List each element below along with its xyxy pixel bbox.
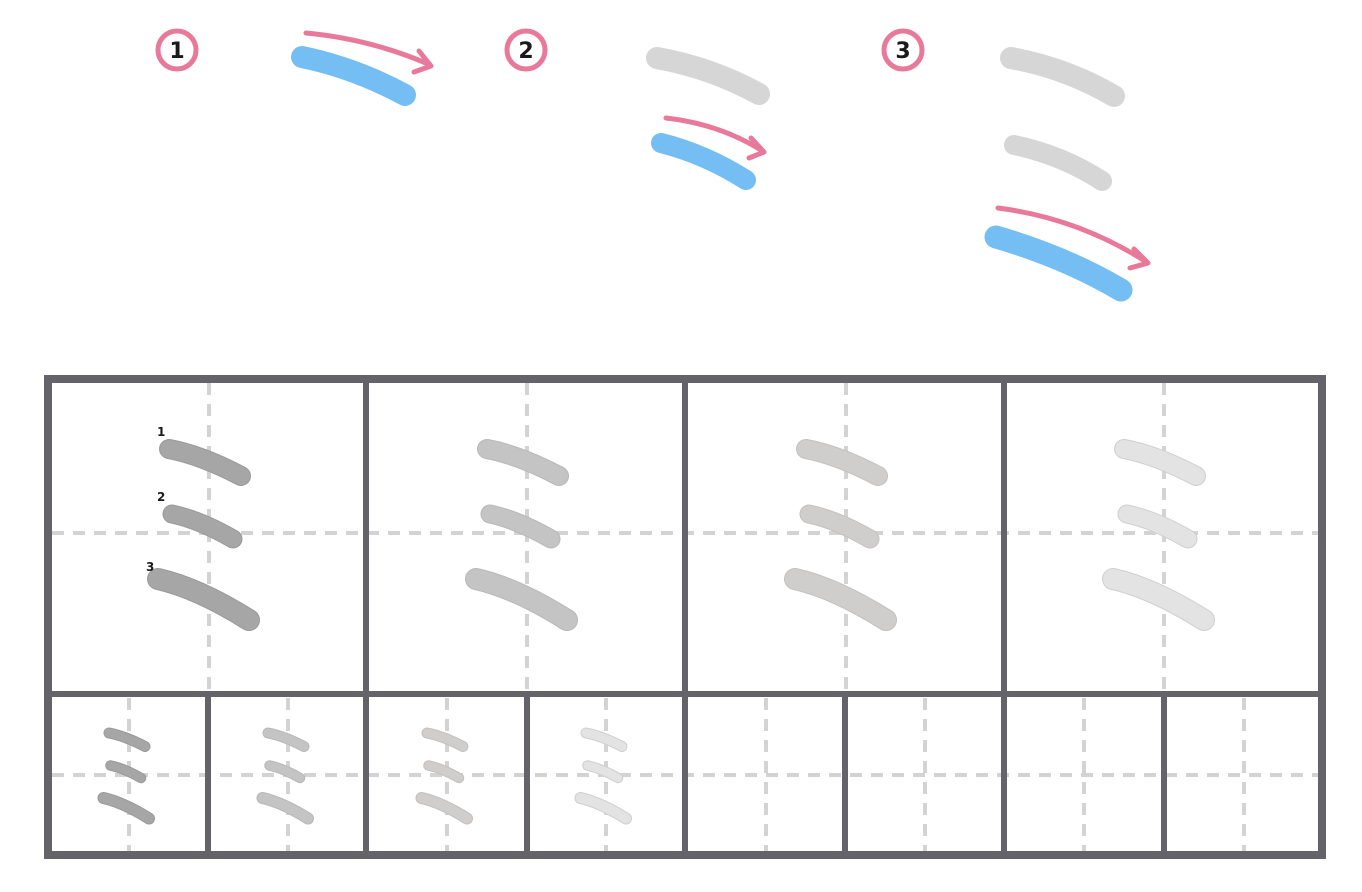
stroke-order-label-3: 3 xyxy=(146,560,154,574)
small-cell-3-stroke-1 xyxy=(422,728,468,751)
large-cell-3-trace-character xyxy=(784,439,897,631)
step-2-circle xyxy=(504,28,548,72)
step-2-arrow-head xyxy=(746,135,767,161)
step-1-stroke-1-active xyxy=(291,46,416,106)
small-cell-3-stroke-2 xyxy=(424,761,464,783)
small-cell-1-trace-character xyxy=(97,727,155,825)
small-cell-4-stroke-2 xyxy=(583,761,623,783)
step-2-arrow-shaft xyxy=(663,115,764,153)
small-cell-4-stroke-3 xyxy=(575,793,631,824)
small-cell-2-stroke-1 xyxy=(263,728,309,751)
small-cell-4-stroke-1 xyxy=(581,728,627,751)
step-1-arrow-head xyxy=(411,48,434,75)
large-cell-4-stroke-1 xyxy=(1115,440,1205,485)
step-1-number: 1 xyxy=(169,39,184,64)
step-3-arrow-shaft xyxy=(995,205,1148,264)
step-2-number: 2 xyxy=(518,39,533,64)
step-3-stroke-3-active xyxy=(984,225,1133,302)
practice-grid: 1 2 3 xyxy=(44,375,1326,859)
step-3-direction-arrow xyxy=(995,205,1151,271)
step-3-circle xyxy=(881,28,925,72)
trace-characters xyxy=(97,439,1215,825)
cell-borders xyxy=(44,375,1326,859)
step-3-number: 3 xyxy=(895,39,910,64)
small-cell-2-trace-character xyxy=(256,727,314,825)
large-cell-2-stroke-3 xyxy=(466,569,577,630)
large-cell-1-stroke-3 xyxy=(148,569,259,630)
step-1-arrow-shaft xyxy=(303,30,431,67)
step-2-stroke-1-done xyxy=(646,47,770,105)
large-cell-1-trace-character xyxy=(147,439,260,631)
stroke-order-label-2: 2 xyxy=(157,490,165,504)
step-3-stroke-1-done xyxy=(1000,47,1125,107)
large-cell-1-stroke-2 xyxy=(163,505,242,548)
step-1-direction-arrow xyxy=(303,30,434,75)
large-cell-2-trace-character xyxy=(465,439,578,631)
small-cell-1-stroke-3 xyxy=(98,793,154,824)
large-cell-3-stroke-1 xyxy=(797,440,887,485)
step-1-circle xyxy=(155,28,199,72)
step-3-badge: 3 xyxy=(881,28,925,72)
small-cell-3-trace-character xyxy=(415,727,473,825)
step-2-badge: 2 xyxy=(504,28,548,72)
large-cell-2-stroke-1 xyxy=(478,440,568,485)
large-cell-4-stroke-2 xyxy=(1118,505,1197,548)
stroke-order-label-1: 1 xyxy=(157,425,165,439)
small-cell-1-stroke-1 xyxy=(104,728,150,751)
step-3: 3 xyxy=(881,28,1151,302)
large-cell-4-trace-character xyxy=(1102,439,1215,631)
step-1-badge: 1 xyxy=(155,28,199,72)
step-2-stroke-2-active xyxy=(651,133,756,190)
stroke-order-labels: 1 2 3 xyxy=(146,425,165,574)
small-cell-3-stroke-3 xyxy=(416,793,472,824)
large-cell-3-stroke-2 xyxy=(800,505,879,548)
step-demonstrations: 1 2 3 xyxy=(155,28,1151,302)
step-3-arrow-head xyxy=(1127,246,1151,271)
step-2: 2 xyxy=(504,28,770,190)
step-2-direction-arrow xyxy=(663,115,767,161)
large-cell-3-stroke-3 xyxy=(785,569,896,630)
large-cell-2-stroke-2 xyxy=(481,505,560,548)
small-cell-4-trace-character xyxy=(574,727,632,825)
small-cell-2-stroke-3 xyxy=(257,793,313,824)
step-3-stroke-2-done xyxy=(1004,135,1112,191)
large-cell-1-stroke-1 xyxy=(160,440,250,485)
small-cell-1-stroke-2 xyxy=(106,761,146,783)
step-1: 1 xyxy=(155,28,434,106)
large-cell-4-stroke-3 xyxy=(1103,569,1214,630)
small-cell-2-stroke-2 xyxy=(265,761,305,783)
